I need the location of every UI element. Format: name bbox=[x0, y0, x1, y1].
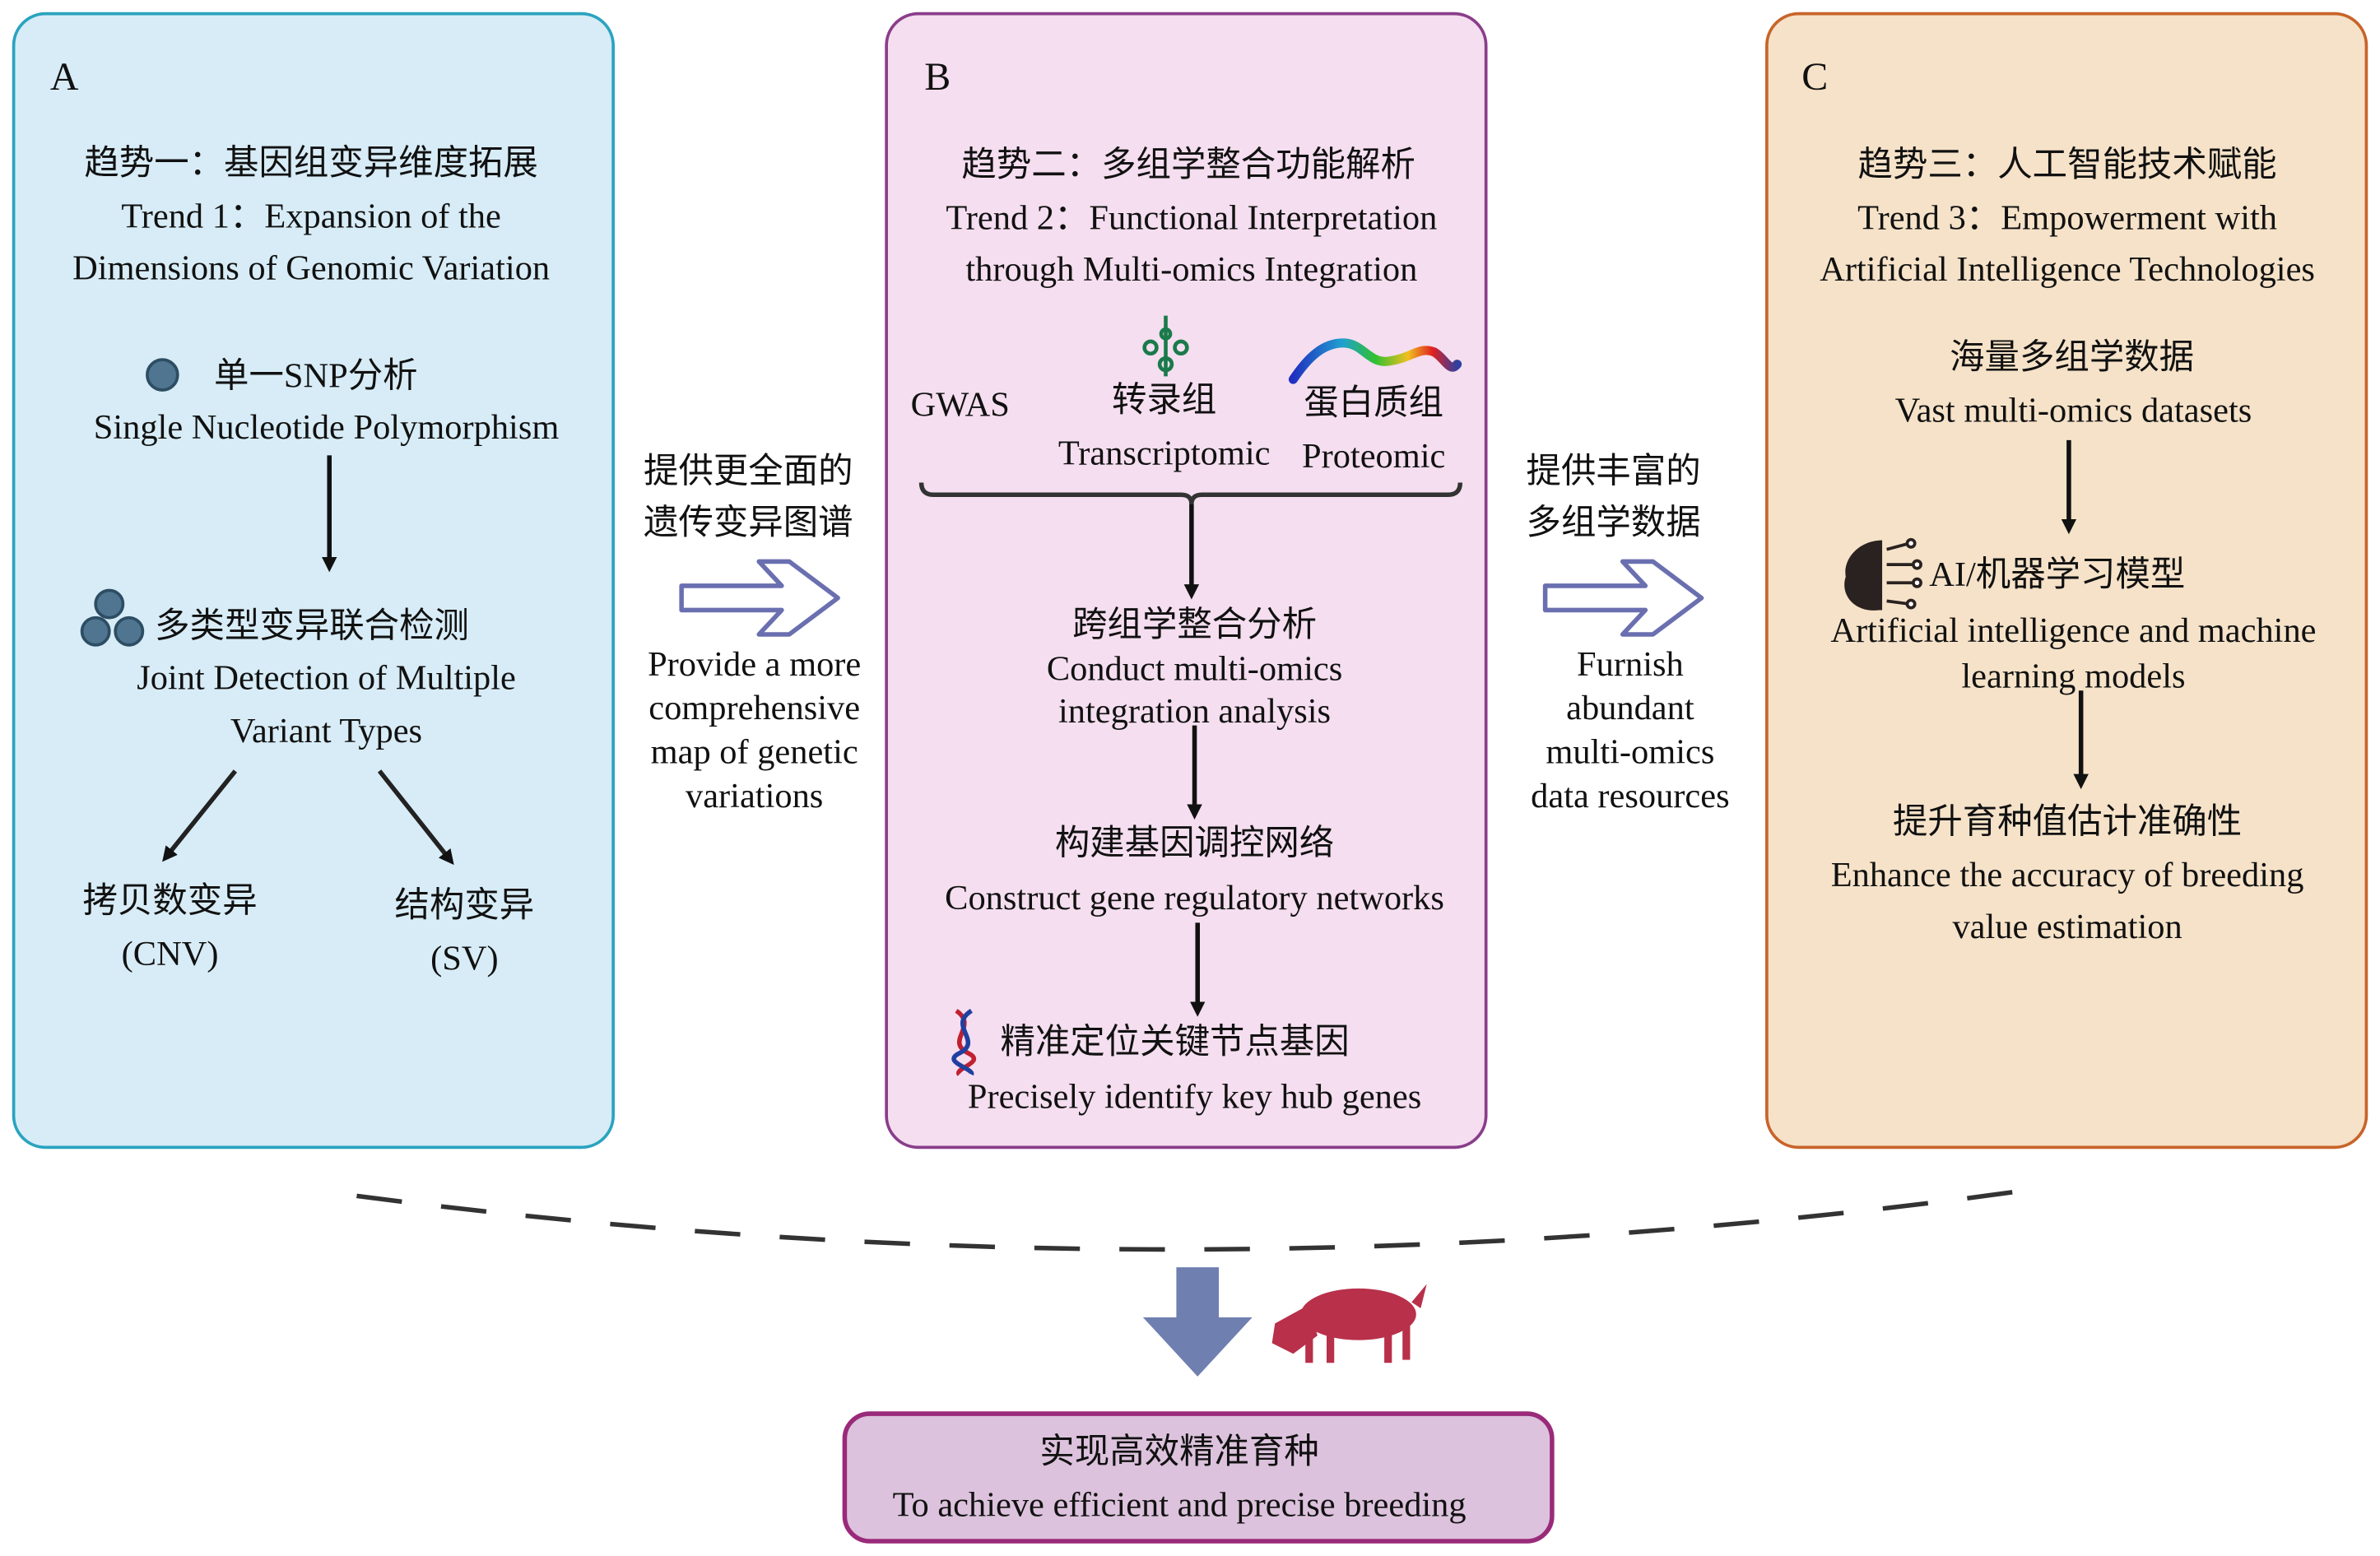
network-label-zh: 构建基因调控网络 bbox=[1054, 824, 1335, 862]
link-ab-en-4: variations bbox=[686, 777, 824, 815]
panel-c-title-en-2: Artificial Intelligence Technologies bbox=[1820, 250, 2315, 289]
ai-label-en-1: Artificial intelligence and machine bbox=[1830, 611, 2317, 650]
transcriptomic-label-zh: 转录组 bbox=[1112, 380, 1217, 420]
gwas-label: GWAS bbox=[910, 385, 1010, 424]
proteomic-label-en: Proteomic bbox=[1301, 437, 1446, 476]
panel-c-label: C bbox=[1801, 54, 1829, 99]
snp-icon bbox=[146, 358, 179, 392]
link-bc-zh-1: 提供丰富的 bbox=[1526, 452, 1701, 490]
link-bc-en-4: data resources bbox=[1531, 777, 1730, 815]
hollow-arrow-bc-icon bbox=[1542, 559, 1704, 637]
panel-a-label: A bbox=[49, 54, 79, 99]
proteomic-label-zh: 蛋白质组 bbox=[1304, 383, 1444, 422]
panel-b-title-zh: 趋势二：多组学整合功能解析 bbox=[961, 146, 1415, 184]
hub-label-zh: 精准定位关键节点基因 bbox=[1000, 1023, 1350, 1061]
panel-b-label: B bbox=[924, 54, 951, 99]
network-label-en: Construct gene regulatory networks bbox=[945, 878, 1444, 917]
link-ab-en-3: map of genetic bbox=[650, 732, 858, 771]
outcome-box bbox=[842, 1411, 1555, 1544]
data-label-zh: 海量多组学数据 bbox=[1950, 338, 2195, 377]
transcriptomic-label-en: Transcriptomic bbox=[1058, 434, 1271, 472]
ebv-label-en-1: Enhance the accuracy of breeding bbox=[1830, 856, 2304, 894]
panel-a-title-zh: 趋势一：基因组变异维度拓展 bbox=[84, 144, 538, 183]
integration-label-en-2: integration analysis bbox=[1058, 692, 1332, 731]
panel-c-title-zh: 趋势三：人工智能技术赋能 bbox=[1857, 146, 2277, 184]
big-down-arrow-icon bbox=[1142, 1267, 1253, 1377]
data-label-en: Vast multi-omics datasets bbox=[1894, 391, 2252, 430]
hollow-arrow-ab-icon bbox=[679, 559, 840, 637]
snp-label-zh: 单一SNP分析 bbox=[214, 356, 418, 395]
ai-label-en-2: learning models bbox=[1961, 657, 2186, 695]
panel-a-title-en-1: Trend 1：Expansion of the bbox=[121, 197, 501, 235]
outcome-label-en: To achieve efficient and precise breedin… bbox=[892, 1485, 1467, 1524]
arrow-to-cnv bbox=[162, 769, 238, 862]
ai-brain-icon bbox=[1844, 537, 1922, 611]
snp-label-en: Single Nucleotide Polymorphism bbox=[93, 408, 560, 447]
cnv-label-zh: 拷贝数变异 bbox=[82, 881, 258, 920]
panel-a-title-en-2: Dimensions of Genomic Variation bbox=[72, 248, 551, 287]
arrow-to-sv bbox=[377, 769, 454, 866]
hub-label-en: Precisely identify key hub genes bbox=[967, 1077, 1422, 1116]
trna-icon bbox=[1142, 315, 1189, 377]
protein-ribbon-icon bbox=[1288, 338, 1462, 384]
convergence-dashed-curve bbox=[356, 1189, 2020, 1252]
joint-label-en-1: Joint Detection of Multiple bbox=[137, 658, 516, 697]
pig-icon bbox=[1271, 1284, 1427, 1363]
dna-icon bbox=[951, 1009, 977, 1076]
ai-label-zh: AI/机器学习模型 bbox=[1929, 555, 2186, 594]
ebv-label-en-2: value estimation bbox=[1952, 907, 2182, 946]
sv-label-en: (SV) bbox=[430, 939, 499, 978]
link-ab-en-1: Provide a more bbox=[648, 644, 862, 683]
multi-variant-icon bbox=[80, 588, 145, 647]
joint-label-en-2: Variant Types bbox=[230, 712, 423, 750]
integration-label-en-1: Conduct multi-omics bbox=[1046, 649, 1343, 688]
link-bc-en-2: abundant bbox=[1566, 689, 1694, 727]
panel-b-title-en-2: through Multi-omics Integration bbox=[965, 250, 1418, 289]
link-ab-zh-2: 遗传变异图谱 bbox=[644, 504, 853, 542]
brace bbox=[918, 482, 1463, 504]
link-bc-en-1: Furnish bbox=[1577, 644, 1684, 683]
link-bc-zh-2: 多组学数据 bbox=[1526, 504, 1701, 542]
panel-c-title-en-1: Trend 3：Empowerment with bbox=[1857, 198, 2277, 237]
cnv-label-en: (CNV) bbox=[121, 935, 219, 973]
link-ab-en-2: comprehensive bbox=[648, 689, 861, 727]
sv-label-zh: 结构变异 bbox=[394, 886, 535, 925]
joint-label-zh: 多类型变异联合检测 bbox=[155, 606, 469, 645]
ebv-label-zh: 提升育种值估计准确性 bbox=[1892, 802, 2243, 841]
outcome-label-zh: 实现高效精准育种 bbox=[1039, 1433, 1319, 1471]
panel-a bbox=[12, 12, 615, 1150]
link-bc-en-3: multi-omics bbox=[1546, 732, 1715, 771]
link-ab-zh-1: 提供更全面的 bbox=[644, 452, 853, 490]
integration-label-zh: 跨组学整合分析 bbox=[1072, 605, 1318, 644]
panel-b bbox=[885, 12, 1488, 1150]
panel-b-title-en-1: Trend 2：Functional Interpretation bbox=[946, 198, 1438, 237]
